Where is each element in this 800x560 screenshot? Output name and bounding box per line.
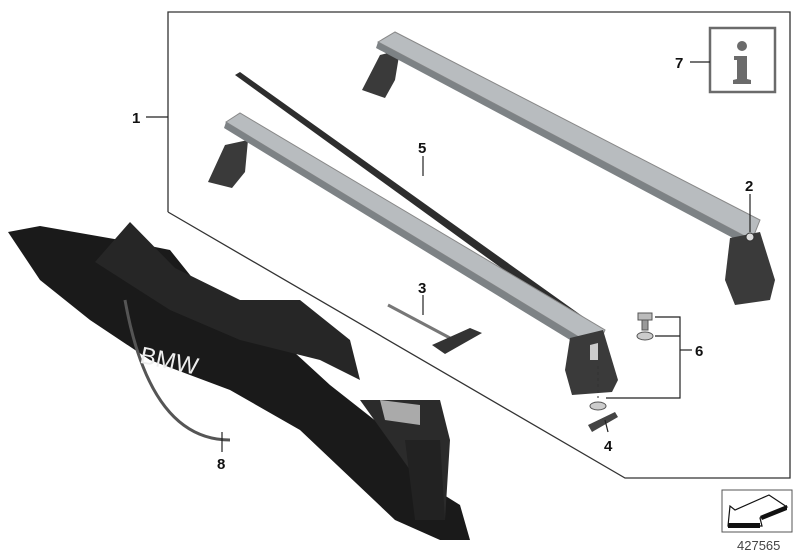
front-roof-bar[interactable] [208,112,618,395]
callout-8[interactable]: 8 [217,456,225,473]
callout-6[interactable]: 6 [695,343,703,360]
callout-7[interactable]: 7 [675,55,683,72]
callout-2[interactable]: 2 [745,178,753,195]
leader-lines [146,61,751,452]
callout-3[interactable]: 3 [418,280,426,297]
bolt[interactable] [637,312,653,331]
callout-1[interactable]: 1 [132,110,140,127]
rear-roof-bar[interactable] [362,31,775,305]
info-icon [733,41,751,84]
reference-number: 427565 [737,538,780,553]
washer-lower[interactable] [589,401,607,411]
allen-key-tool[interactable] [387,303,482,354]
key-4[interactable] [588,412,618,432]
arrow-icon [727,494,789,527]
washer[interactable] [636,331,654,341]
info-box[interactable] [708,26,777,94]
storage-bag[interactable]: BMW [8,222,470,540]
callout-5[interactable]: 5 [418,140,426,157]
rubber-strip[interactable] [235,72,585,325]
callout-4[interactable]: 4 [604,438,613,455]
group-frame [167,11,791,479]
navigation-arrow-button[interactable] [721,489,793,533]
